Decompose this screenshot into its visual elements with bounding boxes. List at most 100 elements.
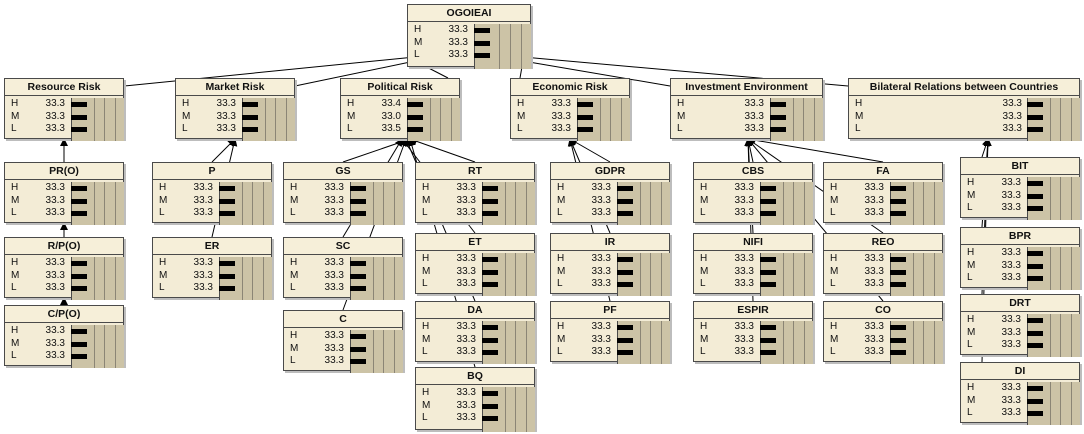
node-title: C (284, 311, 402, 328)
node-title: SC (284, 238, 402, 255)
grid-line (1050, 177, 1051, 220)
state-value: 33.0 (381, 110, 401, 122)
state-label: L (290, 207, 296, 218)
probability-bar (482, 186, 498, 191)
state-label: H (347, 98, 355, 109)
state-value: 33.3 (324, 194, 344, 206)
state-value: 33.3 (1001, 339, 1021, 350)
state-label: H (830, 321, 838, 332)
grid-line (1050, 382, 1051, 425)
probability-bar (482, 416, 498, 421)
probability-bar (219, 211, 235, 216)
state-label: L (700, 278, 706, 289)
state-value: 33.3 (1001, 407, 1021, 418)
state-label: L (11, 123, 17, 134)
probability-bar (71, 329, 87, 334)
probability-bar (482, 282, 498, 287)
probability-bar (770, 127, 786, 132)
state-label: M (557, 333, 566, 345)
state-value: 33.3 (324, 330, 344, 341)
state-label: L (967, 202, 973, 213)
state-label: L (347, 123, 353, 134)
probability-bar (71, 102, 87, 107)
state-value: 33.3 (456, 194, 476, 206)
grid-line (286, 98, 287, 141)
node-title: RT (416, 163, 534, 180)
edge-fa-to-investment-env (747, 136, 884, 163)
probability-bar (474, 40, 490, 46)
state-value: 33.3 (864, 321, 884, 332)
state-value: 33.3 (45, 325, 65, 336)
grid-line (373, 182, 374, 225)
state-value: 33.3 (864, 253, 884, 264)
grid-line (394, 257, 395, 300)
state-value: 33.3 (744, 123, 764, 134)
grid-line (265, 98, 266, 141)
grid-line (804, 321, 805, 364)
grid-line (510, 24, 511, 69)
grid-line (499, 24, 500, 69)
state-label: M (517, 110, 526, 122)
node-title: Investment Environment (671, 79, 822, 96)
probability-bar (577, 114, 593, 120)
state-value: 33.3 (734, 321, 754, 332)
probability-bar (617, 269, 633, 275)
state-value: 33.3 (216, 110, 236, 122)
state-label: M (967, 326, 976, 338)
state-label: L (855, 123, 861, 134)
grid-line (783, 253, 784, 296)
probability-bar (1027, 318, 1043, 323)
grid-line (104, 325, 105, 368)
